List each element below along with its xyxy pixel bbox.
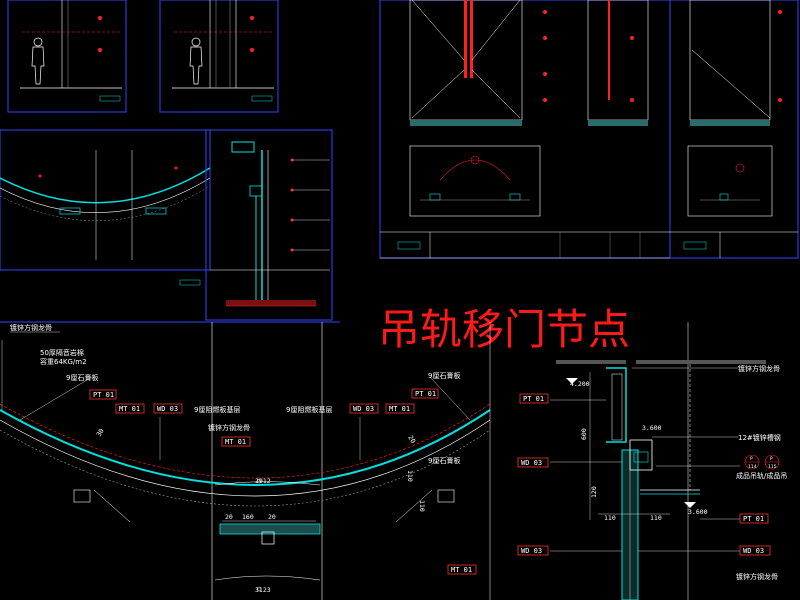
label-steel-keel-right-bottom: 镀锌方钢龙骨 bbox=[736, 572, 778, 581]
callout-p-115: P bbox=[770, 456, 773, 462]
dim-160: 160 bbox=[242, 513, 254, 521]
label-fireproof-base-left: 9厘阻燃板基层 bbox=[194, 405, 240, 414]
level-3600-upper: 3.600 bbox=[642, 424, 662, 432]
tag-wd03-right: WD 03 bbox=[353, 405, 374, 413]
level-marker-icon bbox=[566, 378, 578, 384]
dim-120: 120 bbox=[590, 486, 598, 498]
dim-600: 600 bbox=[580, 428, 588, 440]
elevation-frame-2 bbox=[159, 0, 279, 113]
tag-mt01-center: MT 01 bbox=[225, 438, 246, 446]
curved-plan-detail bbox=[0, 129, 211, 286]
label-channel-steel: 12#镀锌槽钢 bbox=[738, 433, 781, 442]
page-title: 吊轨移门节点 bbox=[378, 305, 630, 354]
elevation-sheet-right bbox=[379, 0, 799, 259]
rail-section-detail: 4.200 3.600 3.600 600 120 110 110 镀锌方钢龙骨… bbox=[489, 322, 787, 600]
sheet-frame-b bbox=[669, 0, 799, 259]
tag-wd03-rail-right: WD 03 bbox=[743, 547, 764, 555]
dim-20-b: 20 bbox=[268, 513, 276, 521]
section-frame bbox=[205, 129, 333, 321]
label-gypsum-board-left: 9厘石膏板 bbox=[66, 373, 98, 382]
elevation-frame-1 bbox=[7, 0, 127, 113]
tag-mt01-left: MT 01 bbox=[119, 405, 140, 413]
large-curved-plan: 镀锌方钢龙骨 50厚隔音岩棉 容重64KG/m2 9厘石膏板 9厘石膏板 9厘阻… bbox=[0, 321, 491, 600]
tag-wd03-rail-left-2: WD 03 bbox=[521, 547, 542, 555]
dim-110-a: 110 bbox=[406, 470, 414, 482]
dim-2912: 2912 bbox=[255, 477, 271, 485]
sheet-frame-a bbox=[379, 0, 671, 259]
dim-3123: 3123 bbox=[255, 586, 271, 594]
tag-wd03-rail-left: WD 03 bbox=[521, 459, 542, 467]
dim-110-c: 110 bbox=[604, 514, 616, 522]
tag-pt01-right: PT 01 bbox=[415, 390, 436, 398]
label-gypsum-board-right-2: 9厘石膏板 bbox=[428, 456, 460, 465]
dim-30: 30 bbox=[95, 427, 106, 438]
rail-hanger-icon bbox=[629, 439, 653, 471]
callout-num-114: 114 bbox=[748, 464, 757, 470]
rail-hanger-icon bbox=[261, 531, 275, 545]
plan-frame bbox=[0, 129, 211, 271]
human-figure-icon bbox=[31, 37, 45, 85]
dim-110-b: 110 bbox=[418, 500, 426, 512]
level-marker-icon bbox=[684, 502, 696, 508]
label-rock-wool-density: 容重64KG/m2 bbox=[40, 357, 87, 366]
dim-110-d: 110 bbox=[650, 514, 662, 522]
tag-pt01-rail-left: PT 01 bbox=[523, 395, 544, 403]
tag-pt01-left: PT 01 bbox=[93, 391, 114, 399]
label-rock-wool: 50厚隔音岩棉 bbox=[40, 348, 84, 357]
tag-pt01-rail-right: PT 01 bbox=[743, 515, 764, 523]
label-steel-keel-center: 镀锌方钢龙骨 bbox=[208, 423, 250, 432]
label-gypsum-board-right: 9厘石膏板 bbox=[428, 371, 460, 380]
tag-mt01-right: MT 01 bbox=[389, 405, 410, 413]
callout-num-115: 115 bbox=[768, 464, 777, 470]
callout-p-114: P bbox=[750, 456, 753, 462]
label-rail-hanger: 成品吊轨/成品吊 bbox=[736, 471, 787, 480]
level-4200: 4.200 bbox=[570, 380, 590, 388]
dim-20-c: 20 bbox=[406, 434, 417, 445]
label-galvanized-steel-keel: 镀锌方钢龙骨 bbox=[10, 323, 52, 332]
label-steel-keel-right-top: 镀锌方钢龙骨 bbox=[738, 364, 780, 373]
level-3600: 3.600 bbox=[688, 508, 708, 516]
dim-20-a: 20 bbox=[225, 513, 233, 521]
vertical-section-detail bbox=[205, 129, 333, 321]
elevation-panel-left bbox=[7, 0, 279, 113]
tag-wd03-left: WD 03 bbox=[157, 405, 178, 413]
tag-mt01-bottom: MT 01 bbox=[451, 566, 472, 574]
label-fireproof-base-right: 9厘阻燃板基层 bbox=[286, 405, 332, 414]
human-figure-icon bbox=[189, 37, 203, 85]
